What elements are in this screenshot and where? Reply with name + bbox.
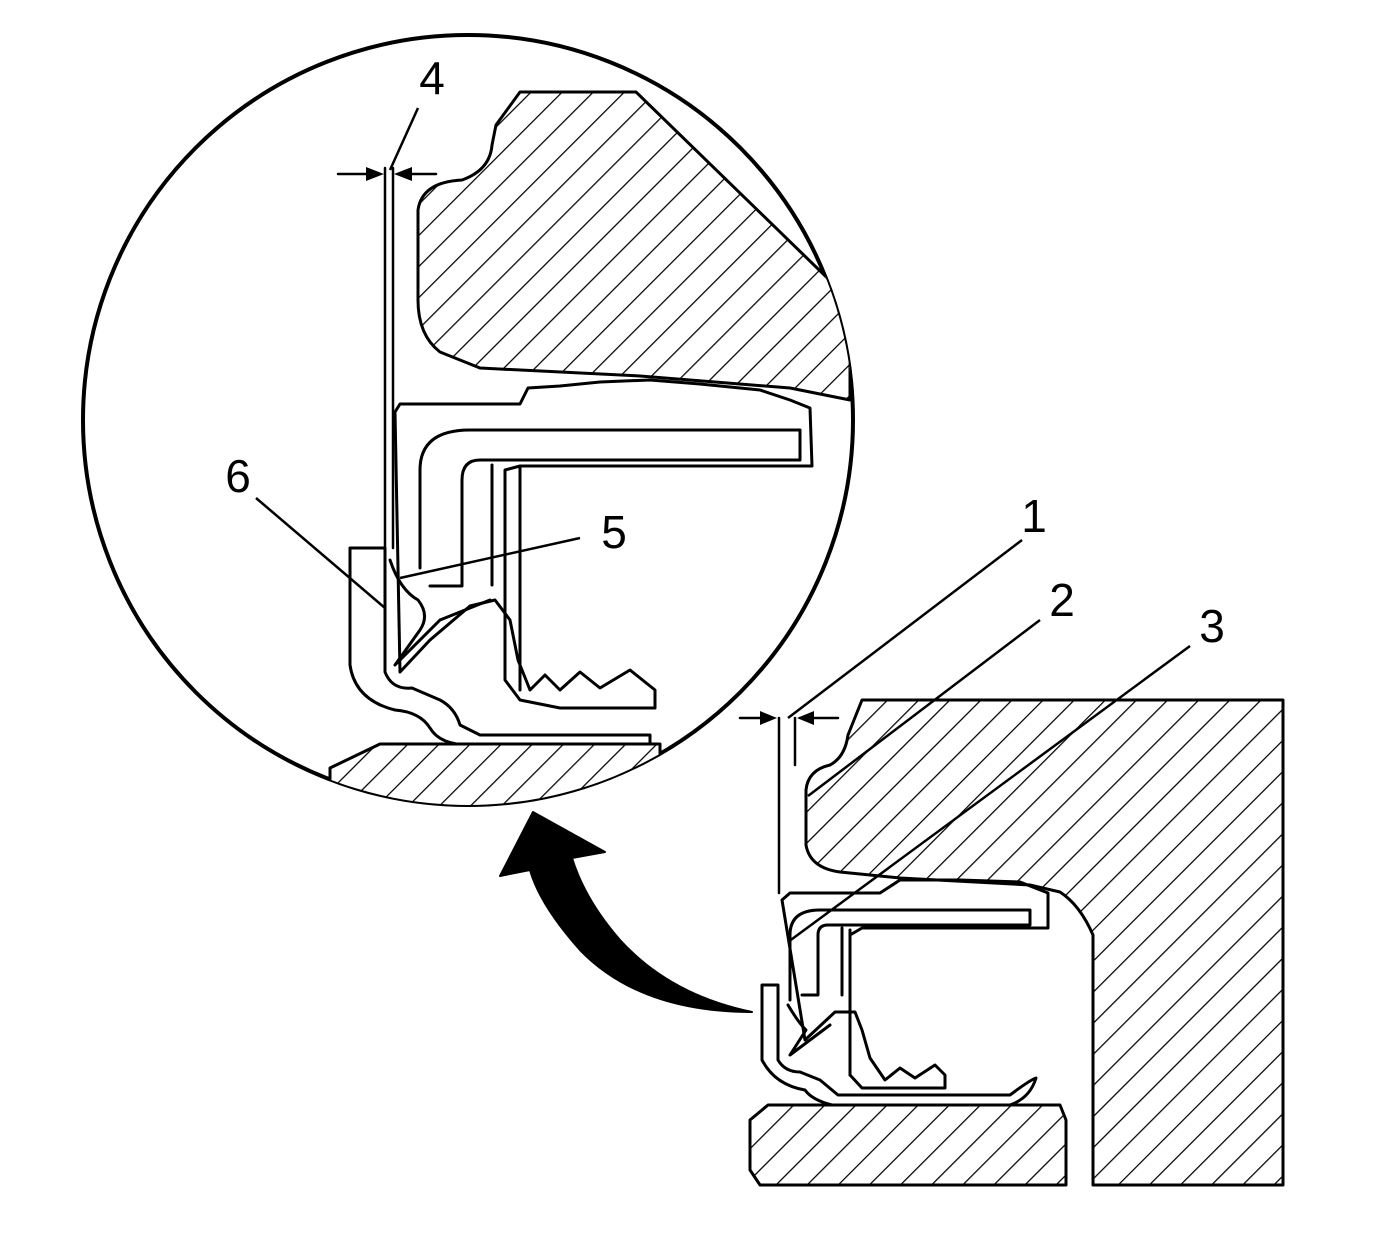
callout-2: 2 bbox=[1049, 574, 1075, 626]
detail-housing bbox=[416, 90, 852, 402]
main-seal-case bbox=[780, 878, 1050, 1090]
detail-circle bbox=[81, 33, 855, 807]
main-housing bbox=[804, 698, 1285, 1187]
callout-1: 1 bbox=[1021, 490, 1047, 542]
dimension-arrows-icon bbox=[336, 167, 438, 181]
dimension-arrows-icon bbox=[738, 711, 840, 725]
detail-view bbox=[81, 33, 855, 807]
curved-arrow-icon bbox=[499, 811, 753, 1013]
main-shaft bbox=[748, 1103, 1068, 1187]
callout-5: 5 bbox=[601, 506, 627, 558]
callout-4: 4 bbox=[419, 52, 445, 104]
main-view bbox=[738, 539, 1285, 1187]
callout-3: 3 bbox=[1199, 600, 1225, 652]
main-deflector bbox=[760, 983, 1038, 1107]
detail-seal-insert bbox=[418, 428, 802, 588]
leader-1 bbox=[787, 539, 1023, 719]
leader-6 bbox=[255, 497, 386, 609]
detail-seal-case bbox=[393, 378, 814, 710]
leader-3 bbox=[787, 644, 1191, 944]
leader-5 bbox=[399, 536, 581, 580]
callout-6: 6 bbox=[225, 450, 251, 502]
detail-shaft bbox=[328, 742, 662, 805]
main-seal-insert bbox=[788, 908, 1032, 1002]
leader-4 bbox=[388, 107, 420, 171]
leader-2 bbox=[807, 619, 1041, 797]
detail-seal-lip bbox=[388, 558, 492, 667]
main-seal-lip bbox=[786, 1003, 832, 1057]
